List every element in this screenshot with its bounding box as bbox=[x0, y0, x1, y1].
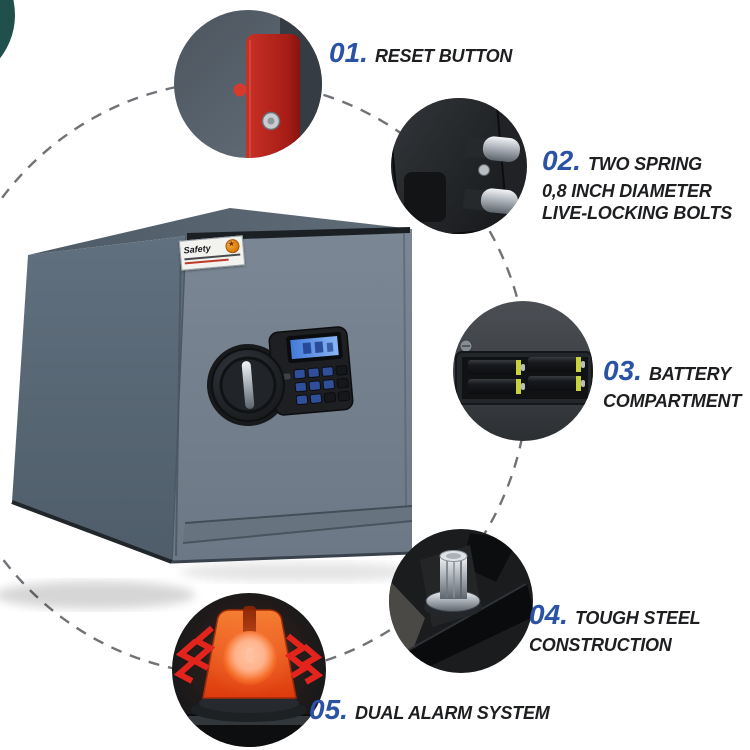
alarm-beacon bbox=[202, 606, 297, 699]
door-bottom-groove bbox=[182, 505, 413, 544]
reset-cover-panel bbox=[246, 34, 300, 158]
safe-side-face bbox=[12, 236, 186, 562]
callout-photo-dual-alarm bbox=[172, 593, 326, 747]
battery bbox=[528, 357, 585, 372]
door-right-gap bbox=[403, 232, 407, 509]
lock-housing bbox=[391, 98, 508, 234]
keypad-buttons bbox=[293, 364, 351, 406]
zigzag-icon bbox=[189, 625, 216, 671]
callout-label-4: 04. TOUGH STEEL CONSTRUCTION bbox=[529, 599, 701, 657]
zigzag-icon bbox=[299, 643, 324, 685]
callout-label-5: 05. DUAL ALARM SYSTEM bbox=[309, 695, 550, 730]
panel-screw bbox=[261, 111, 281, 131]
callout-photo-reset-button bbox=[174, 10, 322, 158]
batteries bbox=[468, 357, 585, 394]
panel-screw bbox=[459, 339, 473, 353]
callout-caption: TOUGH STEEL bbox=[574, 608, 701, 628]
callout-caption: CONSTRUCTION bbox=[529, 635, 672, 655]
callout-caption: BATTERY bbox=[648, 364, 731, 384]
safe-top-face bbox=[28, 208, 412, 255]
side-bottom-edge bbox=[11, 500, 173, 564]
steel-diagonal-bar bbox=[396, 584, 533, 673]
zigzag-icon bbox=[173, 638, 200, 684]
battery bbox=[528, 376, 585, 391]
callout-photo-steel-construction bbox=[389, 529, 533, 673]
sticker-brand-text: Safety bbox=[183, 242, 211, 255]
callout-caption: LIVE-LOCKING BOLTS bbox=[542, 203, 733, 223]
housing-recess bbox=[404, 172, 446, 222]
safe-shadow bbox=[0, 562, 420, 609]
callout-label-2: 02. TWO SPRING 0,8 INCH DIAMETER LIVE-LOC… bbox=[542, 146, 732, 225]
lcd-display bbox=[286, 331, 343, 364]
battery bbox=[468, 379, 525, 394]
callout-label-3: 03. BATTERY COMPARTMENT bbox=[603, 356, 741, 413]
callout-photo-battery-compartment bbox=[453, 301, 593, 441]
alarm-zigzag-icons bbox=[173, 625, 324, 685]
anchor-bolt bbox=[424, 550, 482, 618]
steel-flange bbox=[462, 533, 518, 582]
door-hinge-gap bbox=[175, 241, 182, 557]
callout-number: 02. bbox=[542, 145, 581, 176]
locking-bolt-bottom bbox=[462, 188, 519, 214]
callout-number: 04. bbox=[529, 599, 568, 630]
front-bottom-edge bbox=[171, 551, 413, 564]
callout-label-1: 01. RESET BUTTON bbox=[329, 38, 512, 73]
bolt-pin bbox=[478, 164, 490, 176]
reset-button bbox=[233, 83, 247, 97]
callout-caption: RESET BUTTON bbox=[374, 46, 513, 66]
beacon-glow bbox=[205, 614, 295, 698]
callout-number: 01. bbox=[329, 37, 368, 68]
callout-caption: TWO SPRING bbox=[587, 154, 702, 174]
security-badge-icon bbox=[224, 238, 241, 254]
callout-number: 05. bbox=[309, 694, 348, 725]
locking-bolt-top bbox=[464, 136, 521, 162]
callout-caption: 0,8 INCH DIAMETER bbox=[542, 181, 712, 201]
callout-caption: DUAL ALARM SYSTEM bbox=[354, 703, 550, 723]
battery bbox=[468, 360, 525, 375]
safe bbox=[11, 208, 413, 564]
callout-photo-locking-bolts bbox=[391, 98, 527, 234]
electronic-lock-unit bbox=[207, 326, 354, 426]
safety-sticker: Safety bbox=[178, 235, 246, 271]
corner-photo-fragment bbox=[0, 0, 15, 59]
door-knob bbox=[211, 348, 285, 422]
callout-number: 03. bbox=[603, 355, 642, 386]
zigzag-icon bbox=[284, 633, 311, 679]
knob-grip bbox=[241, 361, 255, 409]
callout-caption: COMPARTMENT bbox=[603, 391, 742, 411]
